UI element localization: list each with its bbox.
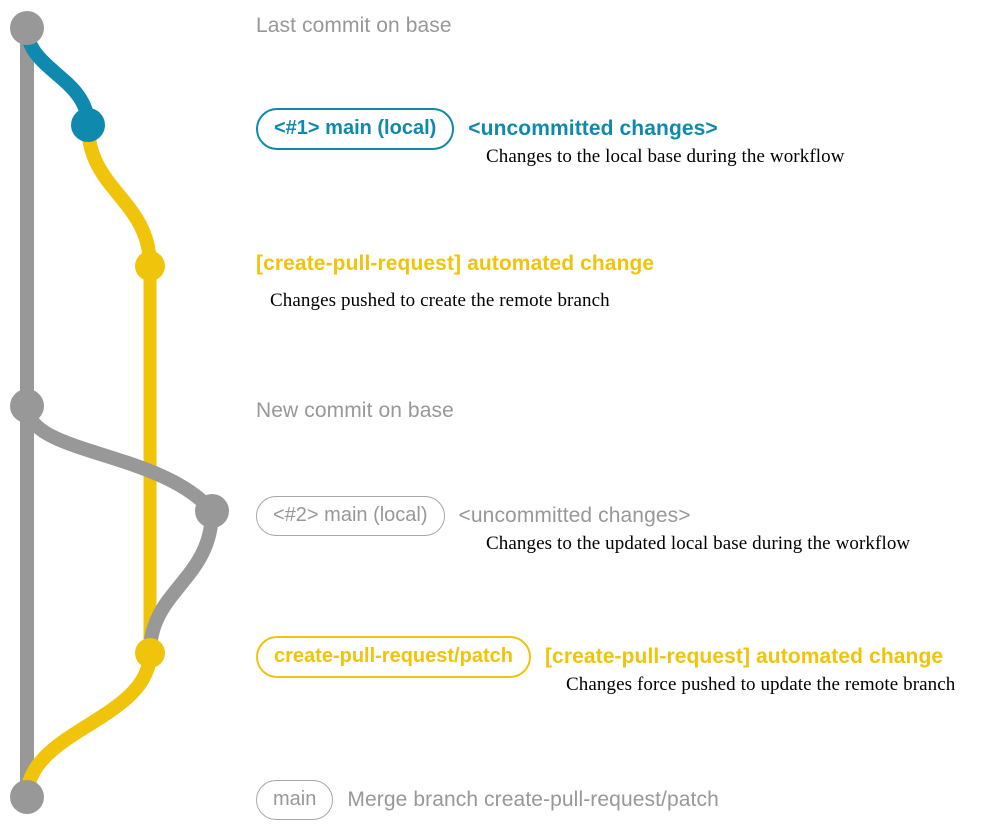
gray-side-merge-line bbox=[143, 504, 219, 660]
description-automated-change-update: Changes force pushed to update the remot… bbox=[566, 674, 956, 695]
node-base-head bbox=[10, 11, 44, 45]
node-local-change-2 bbox=[195, 494, 229, 528]
node-merge-commit bbox=[10, 780, 44, 814]
badge-ref-main-local-2[interactable]: <#2> main (local) bbox=[256, 496, 445, 536]
subject-commit-2: <uncommitted changes> bbox=[458, 504, 691, 527]
badge-ref-main[interactable]: main bbox=[256, 780, 334, 820]
label-new-commit-on-base: New commit on base bbox=[256, 399, 454, 422]
yellow-merge-line bbox=[20, 646, 157, 804]
node-automated-push-1 bbox=[135, 251, 165, 281]
node-automated-push-2 bbox=[135, 638, 165, 668]
row-commit-1-local-main: <#1> main (local) <uncommitted changes> bbox=[256, 108, 718, 150]
badge-ref-main-local-1[interactable]: <#1> main (local) bbox=[256, 108, 455, 150]
subject-commit-1: <uncommitted changes> bbox=[468, 117, 718, 140]
subject-automated-change-create: [create-pull-request] automated change bbox=[256, 252, 655, 275]
row-commit-patch-branch: create-pull-request/patch [create-pull-r… bbox=[256, 636, 943, 678]
row-commit-2-local-main: <#2> main (local) <uncommitted changes> bbox=[256, 496, 691, 536]
row-commit-automated-change-create: [create-pull-request] automated change bbox=[256, 252, 654, 276]
badge-ref-create-pull-request-patch[interactable]: create-pull-request/patch bbox=[256, 636, 531, 678]
node-base-new-commit bbox=[10, 389, 44, 423]
label-last-commit-on-base: Last commit on base bbox=[256, 14, 452, 37]
gray-side-branch-line bbox=[20, 399, 219, 518]
subject-automated-change-update: [create-pull-request] automated change bbox=[544, 645, 944, 668]
yellow-branch-upper-line bbox=[81, 118, 157, 273]
description-commit-1: Changes to the local base during the wor… bbox=[486, 146, 845, 167]
node-local-change-1 bbox=[71, 108, 105, 142]
row-commit-merge-main: main Merge branch create-pull-request/pa… bbox=[256, 780, 719, 820]
description-commit-2: Changes to the updated local base during… bbox=[486, 533, 911, 554]
description-automated-change-create: Changes pushed to create the remote bran… bbox=[270, 290, 610, 311]
subject-merge-commit: Merge branch create-pull-request/patch bbox=[347, 788, 719, 811]
